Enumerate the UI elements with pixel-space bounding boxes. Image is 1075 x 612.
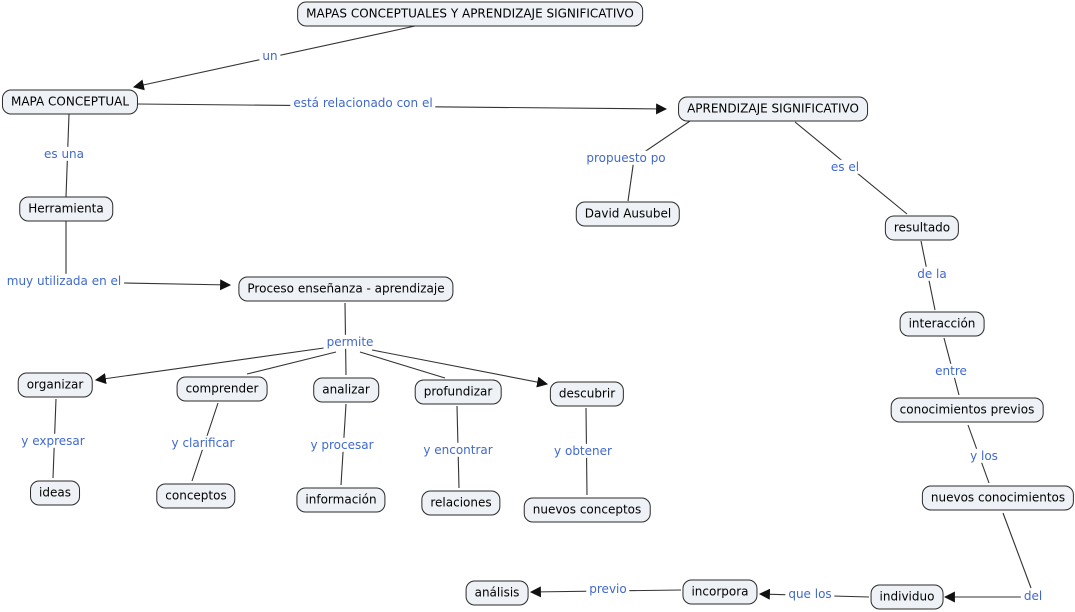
link-label-esta-relacionado-con-el[interactable]: está relacionado con el [290, 95, 436, 111]
node-analizar[interactable]: analizar [313, 377, 379, 403]
node-relaciones[interactable]: relaciones [421, 490, 501, 516]
node-mapa-conceptual[interactable]: MAPA CONCEPTUAL [1, 89, 139, 115]
node-analisis[interactable]: análisis [465, 580, 529, 606]
edge-label-proceso [123, 279, 232, 291]
edge-permite-descubrir [371, 349, 549, 388]
node-interaccion[interactable]: interacción [899, 311, 985, 337]
link-label-un[interactable]: un [259, 48, 281, 64]
node-incorpora[interactable]: incorpora [682, 579, 758, 605]
link-label-es-el[interactable]: es el [827, 159, 863, 175]
link-label-propuesto-po[interactable]: propuesto po [583, 150, 669, 166]
node-david-ausubel[interactable]: David Ausubel [575, 201, 681, 227]
node-conceptos[interactable]: conceptos [156, 483, 236, 509]
link-label-es-una[interactable]: es una [40, 146, 88, 162]
link-label-y-obtener[interactable]: y obtener [551, 443, 615, 459]
node-resultado[interactable]: resultado [884, 215, 960, 241]
link-label-y-expresar[interactable]: y expresar [18, 433, 88, 449]
node-title[interactable]: MAPAS CONCEPTUALES Y APRENDIZAJE SIGNIFI… [297, 1, 643, 27]
link-label-y-procesar[interactable]: y procesar [307, 437, 377, 453]
node-comprender[interactable]: comprender [176, 376, 268, 402]
node-informacion[interactable]: información [296, 487, 386, 513]
node-individuo[interactable]: individuo [870, 584, 944, 610]
edge-nuevosconoc-del [1002, 512, 1032, 589]
link-label-muy-utilizada-en-el[interactable]: muy utilizada en el [3, 273, 125, 289]
node-conocimientos-previos[interactable]: conocimientos previos [890, 397, 1044, 423]
link-label-y-encontrar[interactable]: y encontrar [420, 442, 496, 458]
edge-permite-profundizar [359, 351, 446, 379]
node-herramienta[interactable]: Herramienta [19, 196, 113, 222]
link-label-entre[interactable]: entre [932, 363, 970, 379]
link-label-que-los[interactable]: que los [785, 586, 835, 602]
link-label-permite[interactable]: permite [323, 334, 377, 350]
node-ideas[interactable]: ideas [30, 480, 80, 506]
edge-permite-comprender [246, 351, 337, 375]
link-label-previo[interactable]: previo [586, 581, 630, 597]
node-aprendizaje-significativo[interactable]: APRENDIZAJE SIGNIFICATIVO [678, 96, 868, 122]
link-label-y-los[interactable]: y los [967, 448, 1001, 464]
link-label-y-clarificar[interactable]: y clarificar [168, 435, 238, 451]
link-label-del[interactable]: del [1020, 588, 1046, 604]
node-profundizar[interactable]: profundizar [414, 379, 502, 405]
node-nuevos-conceptos[interactable]: nuevos conceptos [523, 497, 651, 523]
node-organizar[interactable]: organizar [17, 372, 93, 398]
link-label-de-la[interactable]: de la [914, 266, 950, 282]
node-proceso-ensenanza-aprendizaje[interactable]: Proceso enseñanza - aprendizaje [238, 276, 454, 302]
node-nuevos-conocimientos[interactable]: nuevos conocimientos [921, 485, 1075, 511]
node-descubrir[interactable]: descubrir [549, 381, 625, 407]
edge-permite-organizar [94, 346, 332, 385]
